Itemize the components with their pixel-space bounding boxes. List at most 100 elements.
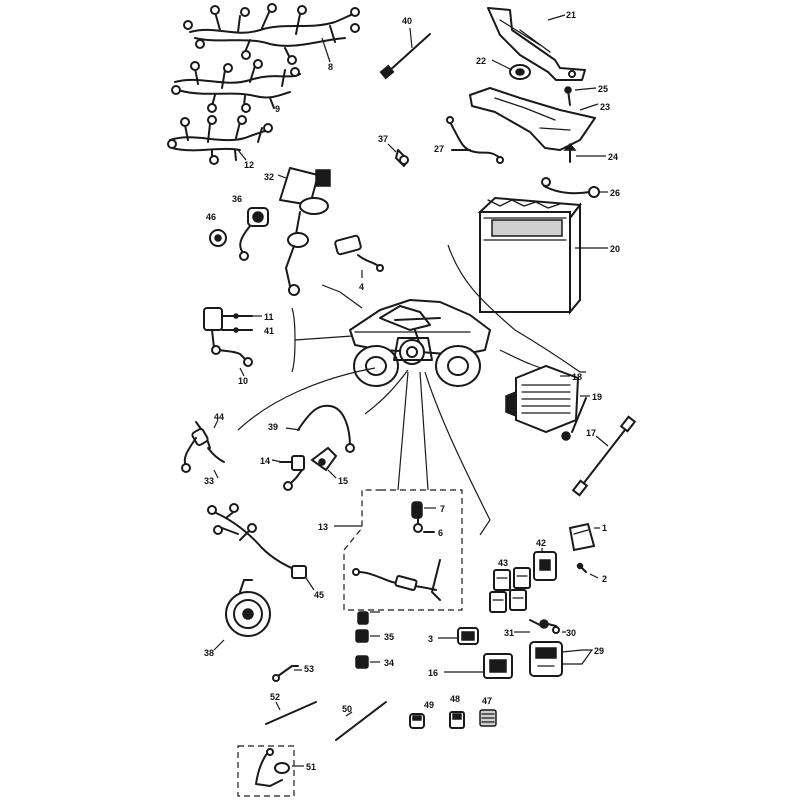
callout-9: 9 bbox=[275, 104, 280, 114]
callout-17: 17 bbox=[586, 428, 596, 438]
sensor-51-box bbox=[237, 745, 304, 797]
wire-harness-9 bbox=[171, 59, 301, 113]
callout-45: 45 bbox=[314, 590, 324, 600]
callout-51: 51 bbox=[306, 762, 316, 772]
callout-15: 15 bbox=[338, 476, 348, 486]
callout-42: 42 bbox=[536, 538, 546, 548]
switch-15 bbox=[310, 446, 338, 479]
battery-lead-26 bbox=[541, 177, 608, 198]
lead-27 bbox=[446, 116, 504, 164]
washer-22 bbox=[491, 59, 531, 80]
sensor-14 bbox=[271, 455, 305, 491]
callout-19: 19 bbox=[592, 392, 602, 402]
callout-44: 44 bbox=[214, 412, 224, 422]
callout-7: 7 bbox=[440, 504, 445, 514]
bulb-36-small bbox=[357, 611, 380, 625]
callout-30: 30 bbox=[566, 628, 576, 638]
wire-harness-45 bbox=[207, 503, 315, 591]
callout-12: 12 bbox=[244, 160, 254, 170]
lamp-group-13 bbox=[334, 489, 463, 611]
callout-31: 31 bbox=[504, 628, 514, 638]
sensor-group-10-11-41 bbox=[203, 307, 296, 377]
bulb-35 bbox=[355, 629, 380, 643]
band-50 bbox=[335, 701, 387, 741]
sensor-39 bbox=[285, 404, 355, 453]
screw-2 bbox=[576, 562, 599, 579]
fuse-31 bbox=[514, 619, 549, 633]
wire-harness-8 bbox=[183, 3, 360, 65]
callout-38: 38 bbox=[204, 648, 214, 658]
callout-4: 4 bbox=[359, 282, 364, 292]
callout-29: 29 bbox=[594, 646, 604, 656]
starter-relay-16 bbox=[444, 653, 513, 679]
callout-37: 37 bbox=[378, 134, 388, 144]
callout-1: 1 bbox=[602, 523, 607, 533]
clip-37 bbox=[387, 143, 409, 167]
relay-29 bbox=[529, 641, 594, 677]
callout-25: 25 bbox=[598, 84, 608, 94]
callout-8: 8 bbox=[328, 62, 333, 72]
callout-11: 11 bbox=[264, 312, 274, 322]
callout-39: 39 bbox=[268, 422, 278, 432]
callout-33: 33 bbox=[204, 476, 214, 486]
bulb-34 bbox=[355, 655, 380, 669]
connector-4 bbox=[334, 234, 384, 278]
cap-47 bbox=[479, 709, 497, 727]
cdi-unit-1 bbox=[568, 522, 600, 552]
callout-26: 26 bbox=[610, 188, 620, 198]
knob-46 bbox=[209, 229, 227, 247]
callout-34: 34 bbox=[384, 658, 394, 668]
lead-17 bbox=[571, 415, 637, 497]
cap-49 bbox=[409, 713, 425, 729]
callout-21: 21 bbox=[566, 10, 576, 20]
bolt-40 bbox=[379, 27, 431, 80]
callout-36: 36 bbox=[232, 194, 242, 204]
routing-lines bbox=[237, 244, 586, 536]
callout-43: 43 bbox=[498, 558, 508, 568]
callout-20: 20 bbox=[610, 244, 620, 254]
callout-32: 32 bbox=[264, 172, 274, 182]
battery-20 bbox=[477, 196, 608, 315]
rectifier-regulator-18 bbox=[505, 364, 580, 434]
callout-27: 27 bbox=[434, 144, 444, 154]
callout-40: 40 bbox=[402, 16, 412, 26]
callout-6: 6 bbox=[438, 528, 443, 538]
callout-53: 53 bbox=[304, 664, 314, 674]
callout-35: 35 bbox=[384, 632, 394, 642]
callout-47: 47 bbox=[482, 696, 492, 706]
switch-36 bbox=[239, 207, 269, 261]
callout-14: 14 bbox=[260, 456, 270, 466]
sensor-44-33 bbox=[181, 419, 225, 479]
callout-labels: 1 2 3 4 6 7 8 9 10 11 12 13 14 15 16 17 … bbox=[204, 10, 620, 772]
screw-25 bbox=[564, 86, 597, 106]
callout-2: 2 bbox=[602, 574, 607, 584]
callout-52: 52 bbox=[270, 692, 280, 702]
callout-16: 16 bbox=[428, 668, 438, 678]
clip-53 bbox=[272, 665, 302, 682]
main-switch-32 bbox=[277, 167, 331, 296]
callout-41: 41 bbox=[264, 326, 274, 336]
atv-vehicle bbox=[349, 299, 491, 387]
callout-46: 46 bbox=[206, 212, 216, 222]
relay-42 bbox=[533, 548, 557, 581]
wire-harness-12 bbox=[167, 115, 273, 165]
fuse-3 bbox=[438, 627, 479, 645]
callout-13: 13 bbox=[318, 522, 328, 532]
relay-43 bbox=[489, 567, 531, 613]
bolt-19 bbox=[561, 395, 590, 441]
battery-bracket-21 bbox=[487, 7, 586, 81]
callout-48: 48 bbox=[450, 694, 460, 704]
callout-3: 3 bbox=[428, 634, 433, 644]
battery-cover-23 bbox=[469, 87, 599, 151]
screw-24 bbox=[563, 142, 606, 163]
callout-23: 23 bbox=[600, 102, 610, 112]
callout-22: 22 bbox=[476, 56, 486, 66]
cap-48 bbox=[449, 711, 465, 729]
band-52 bbox=[265, 701, 317, 725]
callout-10: 10 bbox=[238, 376, 248, 386]
callout-24: 24 bbox=[608, 152, 618, 162]
clip-30 bbox=[547, 623, 566, 634]
callout-50: 50 bbox=[342, 704, 352, 714]
horn-38 bbox=[213, 579, 271, 651]
